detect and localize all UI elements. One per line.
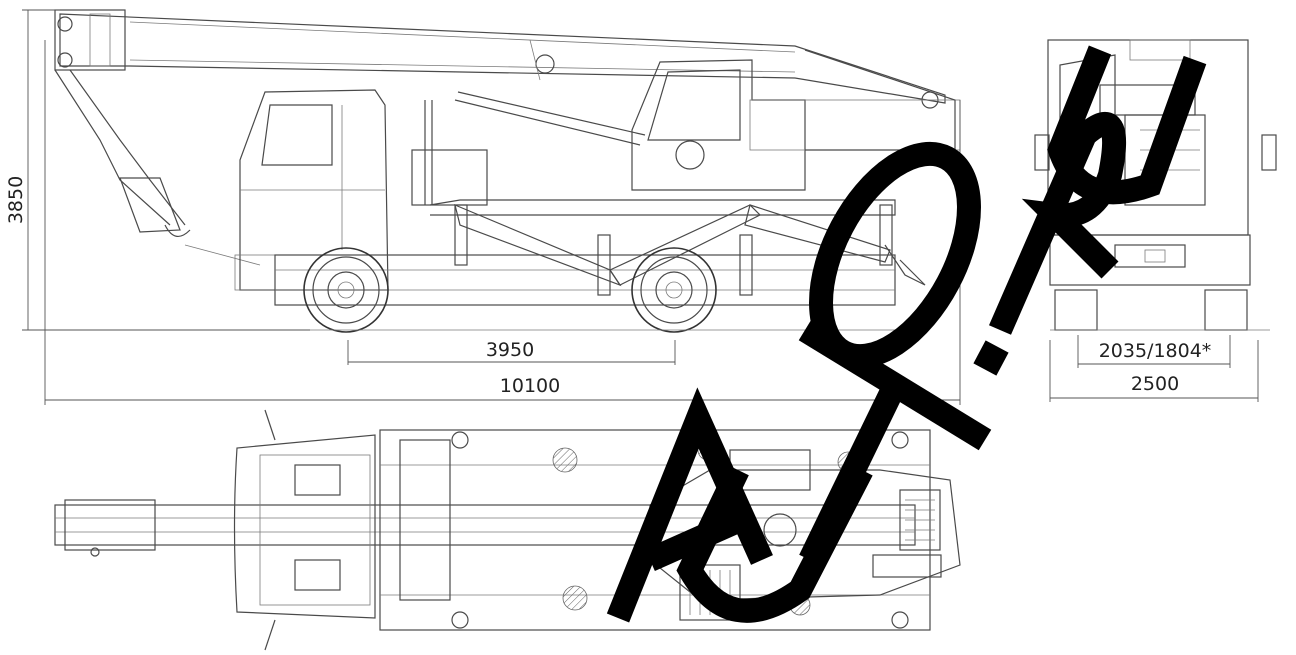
hook-assembly: [54, 69, 261, 266]
dimension-lines-side: [22, 9, 961, 405]
front-wheel: [303, 247, 389, 333]
chassis: [274, 100, 896, 306]
side-view: [54, 9, 961, 333]
truck-cab: [234, 89, 389, 291]
dimension-wheelbase: 3950: [486, 339, 534, 361]
dimension-overall-length: 10100: [500, 375, 560, 397]
dimension-track-width: 2035/1804*: [1099, 340, 1212, 362]
dimension-lines-front: [1049, 335, 1259, 402]
operator-cabin: [454, 49, 961, 191]
boom: [54, 9, 946, 109]
dimension-overall-width: 2500: [1131, 373, 1179, 395]
auto-ru-watermark: [606, 45, 1207, 623]
rear-wheel: [631, 247, 717, 333]
dimension-height: 3850: [5, 176, 27, 224]
